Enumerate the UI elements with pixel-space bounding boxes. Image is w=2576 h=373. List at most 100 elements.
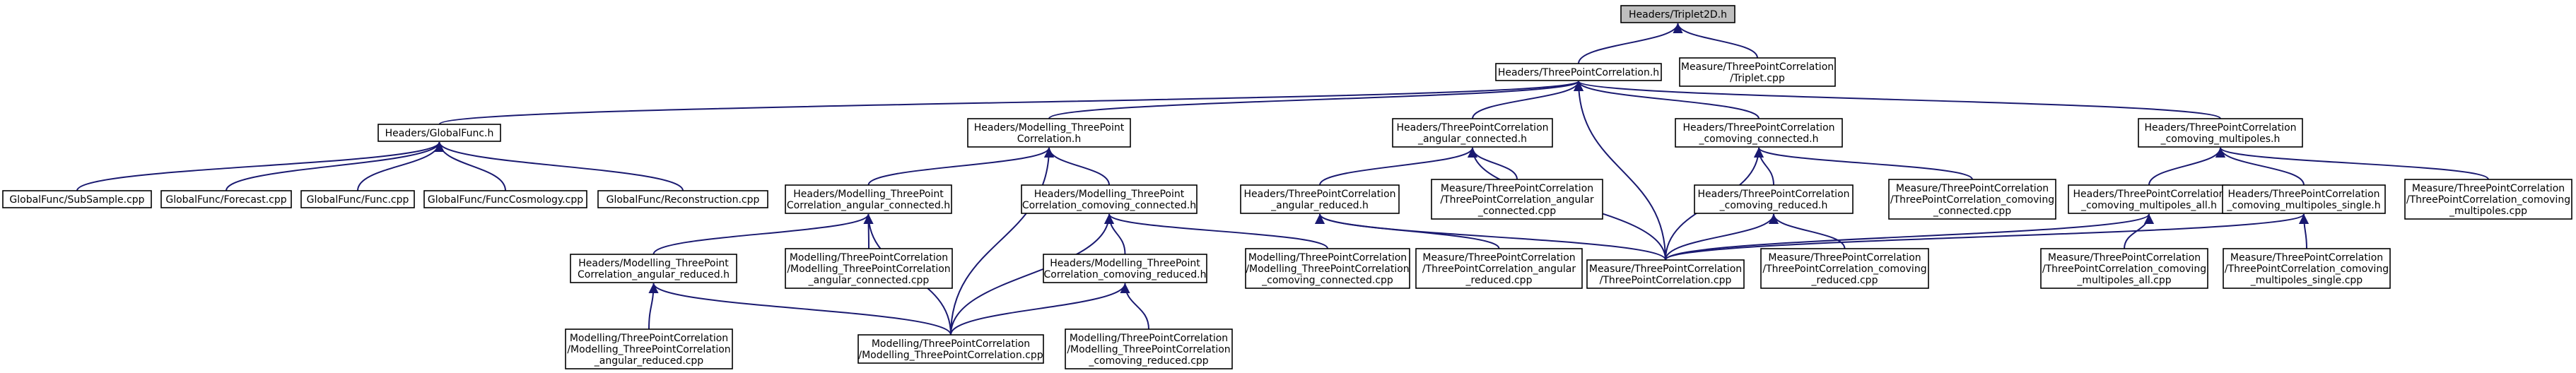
node-globalfunc-funccosmology-cpp[interactable]: GlobalFunc/FuncCosmology.cpp xyxy=(423,190,587,208)
node-box xyxy=(1431,179,1603,220)
node-box xyxy=(1888,179,2056,220)
node-measure-threepointcorrelation-threepointcorrelation-angular-connected-cpp[interactable]: Measure/ThreePointCorrelation/ThreePoint… xyxy=(1431,179,1603,220)
node-label-line: Correlation_comoving_reduced.h xyxy=(1044,269,1207,280)
node-label-line: /ThreePointCorrelation_angular xyxy=(1422,264,1576,275)
node-label-line: _angular_reduced.h xyxy=(1270,200,1369,211)
node-label-line: Measure/ThreePointCorrelation xyxy=(2048,252,2201,264)
node-label-line: GlobalFunc/Reconstruction.cpp xyxy=(607,194,760,206)
node-label-line: /ThreePointCorrelation_comoving xyxy=(2042,264,2206,275)
node-box xyxy=(1694,184,1854,214)
node-box xyxy=(1245,248,1410,289)
node-box xyxy=(1495,63,1662,81)
node-label-line: Modelling/ThreePointCorrelation xyxy=(570,333,728,344)
node-headers-modelling-threepointcorrelation-comoving-reduced-h[interactable]: Headers/Modelling_ThreePointCorrelation_… xyxy=(1043,254,1207,283)
node-modelling-threepointcorrelation-modelling-threepointcorrelation-cpp[interactable]: Modelling/ThreePointCorrelation/Modellin… xyxy=(857,334,1044,364)
edge-n3-n9 xyxy=(226,141,445,191)
node-label-line: Correlation_angular_connected.h xyxy=(787,200,950,211)
node-label-line: Measure/ThreePointCorrelation xyxy=(1422,252,1575,264)
node-label-line: Correlation.h xyxy=(1017,134,1082,145)
node-label-line: _multipoles.cpp xyxy=(2449,206,2527,217)
node-label-line: _angular_reduced.cpp xyxy=(594,355,703,367)
edge-n3-n12 xyxy=(434,141,684,191)
node-box xyxy=(423,190,587,208)
node-box xyxy=(2223,248,2391,289)
edge-n20-n30 xyxy=(2299,213,2309,249)
node-modelling-threepointcorrelation-modelling-threepointcorrelation-comoving-connected-cpp[interactable]: Modelling/ThreePointCorrelation/Modellin… xyxy=(1245,248,1410,289)
edge-n4-n32 xyxy=(950,147,1054,336)
node-label-line: Headers/Modelling_ThreePoint xyxy=(1034,189,1185,200)
node-headers-modelling-threepointcorrelation-angular-connected-h[interactable]: Headers/Modelling_ThreePointCorrelation_… xyxy=(785,184,952,214)
edge-n1-n6 xyxy=(1574,81,1760,119)
node-box xyxy=(597,190,768,208)
node-box xyxy=(785,248,953,289)
node-headers-threepointcorrelation-comoving-multipoles-all-h[interactable]: Headers/ThreePointCorrelation_comoving_m… xyxy=(2068,184,2230,214)
node-label-line: /Modelling_ThreePointCorrelation xyxy=(567,344,730,355)
edge-n3-n8 xyxy=(76,141,445,191)
node-globalfunc-subsample-cpp[interactable]: GlobalFunc/SubSample.cpp xyxy=(2,190,152,208)
edge-n7-n21 xyxy=(2215,147,2489,180)
node-label-line: _multipoles_all.cpp xyxy=(2076,275,2171,286)
node-globalfunc-reconstruction-cpp[interactable]: GlobalFunc/Reconstruction.cpp xyxy=(597,190,768,208)
node-label-line: GlobalFunc/Forecast.cpp xyxy=(165,194,286,206)
node-headers-threepointcorrelation-angular-connected-h[interactable]: Headers/ThreePointCorrelation_angular_co… xyxy=(1392,118,1553,148)
node-label-line: Headers/Modelling_ThreePoint xyxy=(974,122,1125,134)
node-headers-threepointcorrelation-comoving-reduced-h[interactable]: Headers/ThreePointCorrelation_comoving_r… xyxy=(1694,184,1854,214)
node-label-line: Headers/ThreePointCorrelation xyxy=(2144,122,2296,134)
node-box xyxy=(857,334,1044,364)
node-globalfunc-forecast-cpp[interactable]: GlobalFunc/Forecast.cpp xyxy=(160,190,292,208)
node-label-line: /Triplet.cpp xyxy=(1730,73,1785,84)
node-box xyxy=(1065,328,1233,369)
node-headers-triplet2d-h[interactable]: Headers/Triplet2D.h xyxy=(1620,5,1735,23)
node-label-line: /Modelling_ThreePointCorrelation xyxy=(787,264,950,275)
node-box xyxy=(1679,57,1836,87)
node-label-line: Correlation_angular_reduced.h xyxy=(578,269,730,280)
node-measure-threepointcorrelation-threepointcorrelation-comoving-multipoles-cpp[interactable]: Measure/ThreePointCorrelation/ThreePoint… xyxy=(2404,179,2572,220)
node-measure-threepointcorrelation-triplet-cpp[interactable]: Measure/ThreePointCorrelation/Triplet.cp… xyxy=(1679,57,1836,87)
node-box xyxy=(967,118,1131,148)
node-label-line: _angular_connected.cpp xyxy=(808,275,930,286)
node-headers-globalfunc-h[interactable]: Headers/GlobalFunc.h xyxy=(377,124,501,142)
node-label-line: Correlation_comoving_connected.h xyxy=(1022,200,1196,211)
node-measure-threepointcorrelation-threepointcorrelation-comoving-multipoles-single-cpp[interactable]: Measure/ThreePointCorrelation/ThreePoint… xyxy=(2223,248,2391,289)
node-box xyxy=(565,328,733,369)
node-label-line: Headers/ThreePointCorrelation xyxy=(1243,189,1395,200)
node-box xyxy=(1760,248,1929,289)
node-measure-threepointcorrelation-threepointcorrelation-comoving-connected-cpp[interactable]: Measure/ThreePointCorrelation/ThreePoint… xyxy=(1888,179,2056,220)
node-measure-threepointcorrelation-threepointcorrelation-angular-reduced-cpp[interactable]: Measure/ThreePointCorrelation/ThreePoint… xyxy=(1415,248,1583,289)
node-label-line: /Modelling_ThreePointCorrelation.cpp xyxy=(858,350,1043,361)
node-measure-threepointcorrelation-threepointcorrelation-cpp[interactable]: Measure/ThreePointCorrelation/ThreePoint… xyxy=(1586,259,1745,289)
node-box xyxy=(2404,179,2572,220)
node-modelling-threepointcorrelation-modelling-threepointcorrelation-angular-reduced-cpp[interactable]: Modelling/ThreePointCorrelation/Modellin… xyxy=(565,328,733,369)
node-box xyxy=(1021,184,1198,214)
edge-n14-n32 xyxy=(950,213,1114,336)
node-modelling-threepointcorrelation-modelling-threepointcorrelation-comoving-reduced-cpp[interactable]: Modelling/ThreePointCorrelation/Modellin… xyxy=(1065,328,1233,369)
node-label-line: _multipoles_single.cpp xyxy=(2250,275,2363,286)
node-label-line: Headers/GlobalFunc.h xyxy=(385,128,494,139)
node-headers-threepointcorrelation-h[interactable]: Headers/ThreePointCorrelation.h xyxy=(1495,63,1662,81)
edge-n24-n33 xyxy=(1120,283,1149,330)
node-measure-threepointcorrelation-threepointcorrelation-comoving-reduced-cpp[interactable]: Measure/ThreePointCorrelation/ThreePoint… xyxy=(1760,248,1929,289)
node-label-line: _connected.cpp xyxy=(1477,206,1556,217)
node-headers-threepointcorrelation-angular-reduced-h[interactable]: Headers/ThreePointCorrelation_angular_re… xyxy=(1240,184,1400,214)
node-headers-threepointcorrelation-comoving-connected-h[interactable]: Headers/ThreePointCorrelation_comoving_c… xyxy=(1675,118,1843,148)
edge-n24-n32 xyxy=(950,283,1130,336)
node-label-line: Measure/ThreePointCorrelation xyxy=(1896,183,2049,194)
node-globalfunc-func-cpp[interactable]: GlobalFunc/Func.cpp xyxy=(300,190,415,208)
node-headers-modelling-threepointcorrelation-comoving-connected-h[interactable]: Headers/Modelling_ThreePointCorrelation_… xyxy=(1021,184,1198,214)
node-modelling-threepointcorrelation-modelling-threepointcorrelation-angular-connected-cpp[interactable]: Modelling/ThreePointCorrelation/Modellin… xyxy=(785,248,953,289)
node-box xyxy=(1415,248,1583,289)
node-label-line: GlobalFunc/Func.cpp xyxy=(307,194,409,206)
node-layer: Headers/Triplet2D.hHeaders/ThreePointCor… xyxy=(2,5,2572,369)
node-label-line: _comoving_connected.cpp xyxy=(1261,275,1393,286)
node-headers-threepointcorrelation-comoving-multipoles-h[interactable]: Headers/ThreePointCorrelation_comoving_m… xyxy=(2138,118,2303,148)
node-headers-modelling-threepointcorrelation-h[interactable]: Headers/Modelling_ThreePointCorrelation.… xyxy=(967,118,1131,148)
node-headers-modelling-threepointcorrelation-angular-reduced-h[interactable]: Headers/Modelling_ThreePointCorrelation_… xyxy=(570,254,737,283)
node-label-line: Headers/Modelling_ThreePoint xyxy=(1050,258,1200,269)
node-measure-threepointcorrelation-threepointcorrelation-comoving-multipoles-all-cpp[interactable]: Measure/ThreePointCorrelation/ThreePoint… xyxy=(2040,248,2208,289)
node-label-line: Modelling/ThreePointCorrelation xyxy=(790,252,948,264)
node-label-line: GlobalFunc/FuncCosmology.cpp xyxy=(428,194,583,206)
node-headers-threepointcorrelation-comoving-multipoles-single-h[interactable]: Headers/ThreePointCorrelation_comoving_m… xyxy=(2222,184,2386,214)
node-label-line: Headers/ThreePointCorrelation xyxy=(1682,122,1834,134)
node-box xyxy=(1620,5,1735,23)
node-label-line: _reduced.cpp xyxy=(1465,275,1533,286)
